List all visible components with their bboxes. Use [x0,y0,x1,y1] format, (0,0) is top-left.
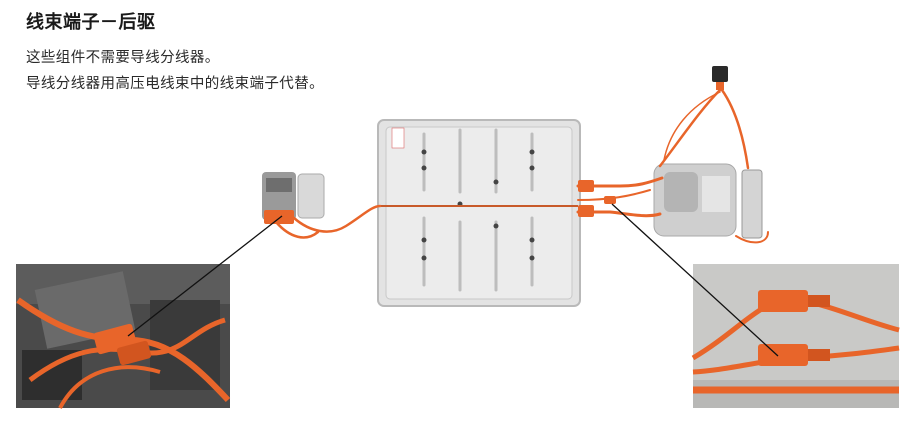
left-leader-line [127,215,283,337]
rear-drive-unit [653,66,763,239]
battery-pack [377,119,581,307]
description-line-2: 导线分线器用高压电线束中的线束端子代替。 [26,76,324,92]
page-title: 线束端子－后驱 [26,12,156,33]
left-detail-photo [16,264,231,409]
right-leader-line [611,203,779,357]
left-power-module [262,172,325,224]
description-line-1: 这些组件不需要导线分线器。 [26,50,220,66]
right-detail-photo [691,264,900,408]
hv-harness-cables [274,88,769,244]
